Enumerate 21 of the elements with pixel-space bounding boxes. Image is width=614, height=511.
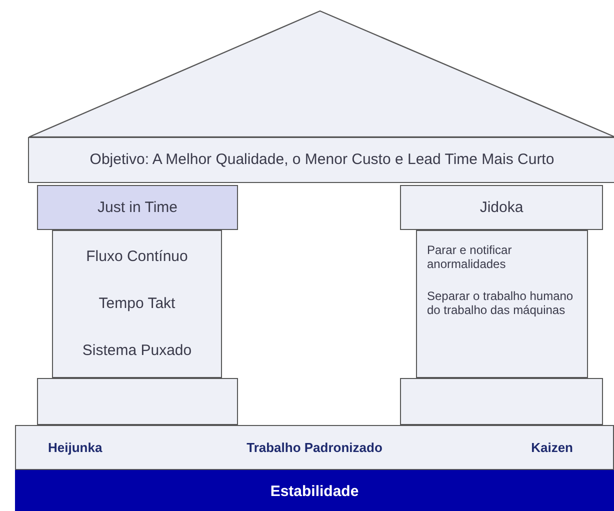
foundation-band (15, 470, 614, 511)
foundation-band (15, 425, 614, 470)
foundation-item: Heijunka (48, 440, 102, 455)
pillar-item: Parar e notificar anormalidades (427, 243, 513, 272)
pillar-base (400, 378, 603, 425)
pillar-base (37, 378, 238, 425)
goal-band (28, 137, 614, 183)
pillar-column (52, 230, 222, 378)
pillar-item: Tempo Takt (98, 295, 176, 312)
pillar-column (416, 230, 588, 378)
pillar-capital (37, 185, 238, 230)
pillar-item: Sistema Puxado (82, 342, 192, 359)
pillar-item: Separar o trabalho humano do trabalho das máquinas (427, 289, 574, 318)
foundation-item: Trabalho Padronizado (246, 440, 382, 455)
pillar-item: Fluxo Contínuo (86, 248, 188, 265)
pillar-capital (400, 185, 603, 230)
pillar-title: Jidoka (480, 199, 524, 216)
goal-text: Objetivo: A Melhor Qualidade, o Menor Custo e Lead Time Mais Curto (90, 151, 554, 168)
foundation-item: Kaizen (531, 440, 573, 455)
pillar-title: Just in Time (97, 199, 178, 216)
foundation-title: Estabilidade (270, 483, 359, 500)
